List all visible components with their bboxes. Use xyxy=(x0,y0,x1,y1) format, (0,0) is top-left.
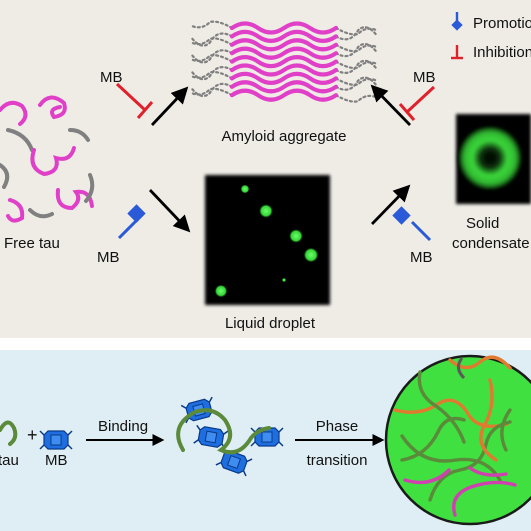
mb-molecule-icon xyxy=(250,427,284,447)
amyloid-tail xyxy=(334,26,378,41)
amyloid-tail xyxy=(190,54,234,63)
amyloid-fibril xyxy=(229,55,339,69)
condensate-droplet xyxy=(384,354,531,526)
mb-promote-left-label: MB xyxy=(97,249,120,266)
inhibit-icon xyxy=(451,45,463,60)
tau-strand xyxy=(38,95,67,120)
tau-strand xyxy=(6,198,25,223)
mb-inhibit-left-label: MB xyxy=(100,69,123,86)
amyloid-fibrils xyxy=(229,21,339,102)
amyloid-fibril xyxy=(229,29,339,43)
amyloid-tail xyxy=(190,37,234,46)
amyloid-fibril xyxy=(229,46,339,60)
amyloid-tail xyxy=(334,94,378,103)
arrow-free-to-amyloid xyxy=(150,86,189,126)
arrow-droplet-to-solid xyxy=(370,184,411,225)
liquid-droplet-label: Liquid droplet xyxy=(225,315,316,332)
phase-label-line2: transition xyxy=(307,452,368,469)
amyloid-fibril xyxy=(229,88,339,102)
tau-strand xyxy=(84,173,95,203)
mb-molecule-icon xyxy=(193,424,229,450)
mb-promote-right-label: MB xyxy=(410,249,433,266)
tau-strand xyxy=(0,163,10,189)
amyloid-tail xyxy=(334,42,378,58)
mb-inhibit-right-label: MB xyxy=(413,69,436,86)
tau-strand xyxy=(6,128,34,152)
tau-strand xyxy=(55,188,94,211)
amyloid-fibril xyxy=(229,21,339,35)
mb-molecule-icon xyxy=(39,430,73,450)
solid-label-line2: condensate xyxy=(452,235,530,252)
liquid-droplet-image xyxy=(205,175,330,305)
amyloid-tail xyxy=(190,87,234,97)
amyloid-fibril xyxy=(229,63,339,77)
promote-icon xyxy=(392,206,432,242)
phase-label-line1: Phase xyxy=(316,418,359,435)
amyloid-tail xyxy=(190,20,234,30)
tau-strand xyxy=(0,100,28,126)
arrow-free-to-droplet xyxy=(148,189,191,233)
amyloid-label: Amyloid aggregate xyxy=(221,128,346,145)
amyloid-fibril xyxy=(229,71,339,85)
legend-inhibition: Inhibition xyxy=(473,44,531,61)
amyloid-tail xyxy=(190,70,234,80)
solid-condensate-image xyxy=(456,114,531,204)
amyloid-fibril xyxy=(229,38,339,52)
amyloid-aggregate xyxy=(190,20,378,103)
tau-label: tau xyxy=(0,452,19,469)
solid-label-line1: Solid xyxy=(466,215,499,232)
tau-strand xyxy=(30,146,76,177)
amyloid-gray-tails xyxy=(190,20,378,103)
free-tau-label: Free tau xyxy=(4,235,60,252)
legend: Promotion Inhibition xyxy=(451,12,531,61)
arrow-solid-to-amyloid xyxy=(370,84,412,126)
promote-icon xyxy=(117,204,146,240)
tau-strand xyxy=(28,208,54,219)
inhibit-icon xyxy=(398,85,436,121)
inhibit-icon xyxy=(115,82,154,119)
amyloid-fibril xyxy=(229,80,339,94)
mb-label: MB xyxy=(45,452,68,469)
tau-strand xyxy=(176,408,271,455)
amyloid-tail xyxy=(334,76,378,91)
free-tau-cluster xyxy=(0,95,95,223)
tau-strand xyxy=(0,420,18,446)
amyloid-tail xyxy=(334,59,378,75)
tau-strand xyxy=(68,128,90,142)
binding-label: Binding xyxy=(98,418,148,435)
legend-promotion: Promotion xyxy=(473,15,531,32)
plus-sign: + xyxy=(27,425,38,445)
